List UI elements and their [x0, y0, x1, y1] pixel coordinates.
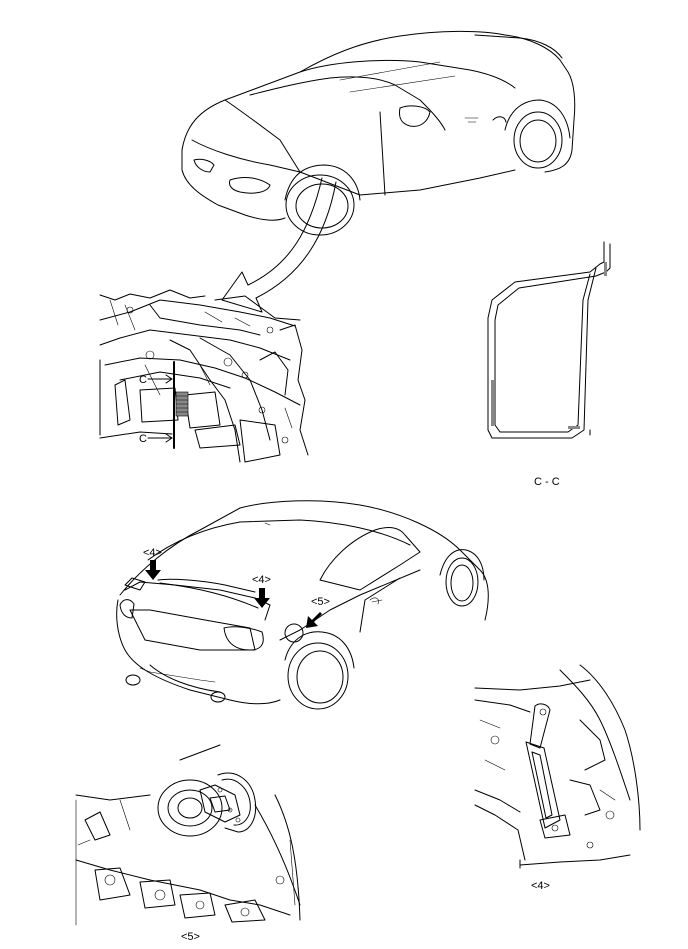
callout-5: <5> — [311, 596, 330, 608]
cut-marker-lower-label: C — [139, 433, 147, 445]
section-c-c-profile — [487, 241, 611, 439]
car-rear-three-quarter-view — [116, 500, 489, 710]
car-front-three-quarter-view — [181, 30, 576, 236]
trunk-stay-detail-view — [474, 664, 641, 869]
cut-marker-upper-label: C — [139, 374, 147, 386]
fuel-lid-detail-view — [75, 744, 301, 926]
detail-5-caption: <5> — [181, 931, 200, 943]
callout-4-right: <4> — [252, 574, 271, 586]
callout-4-left: <4> — [143, 547, 162, 559]
front-panel-detail-view — [99, 289, 309, 463]
detail-4-caption: <4> — [531, 880, 550, 892]
section-c-c-label: C - C — [534, 476, 560, 488]
curved-pointer-arrow — [221, 177, 337, 313]
callout-arrows — [145, 560, 322, 628]
